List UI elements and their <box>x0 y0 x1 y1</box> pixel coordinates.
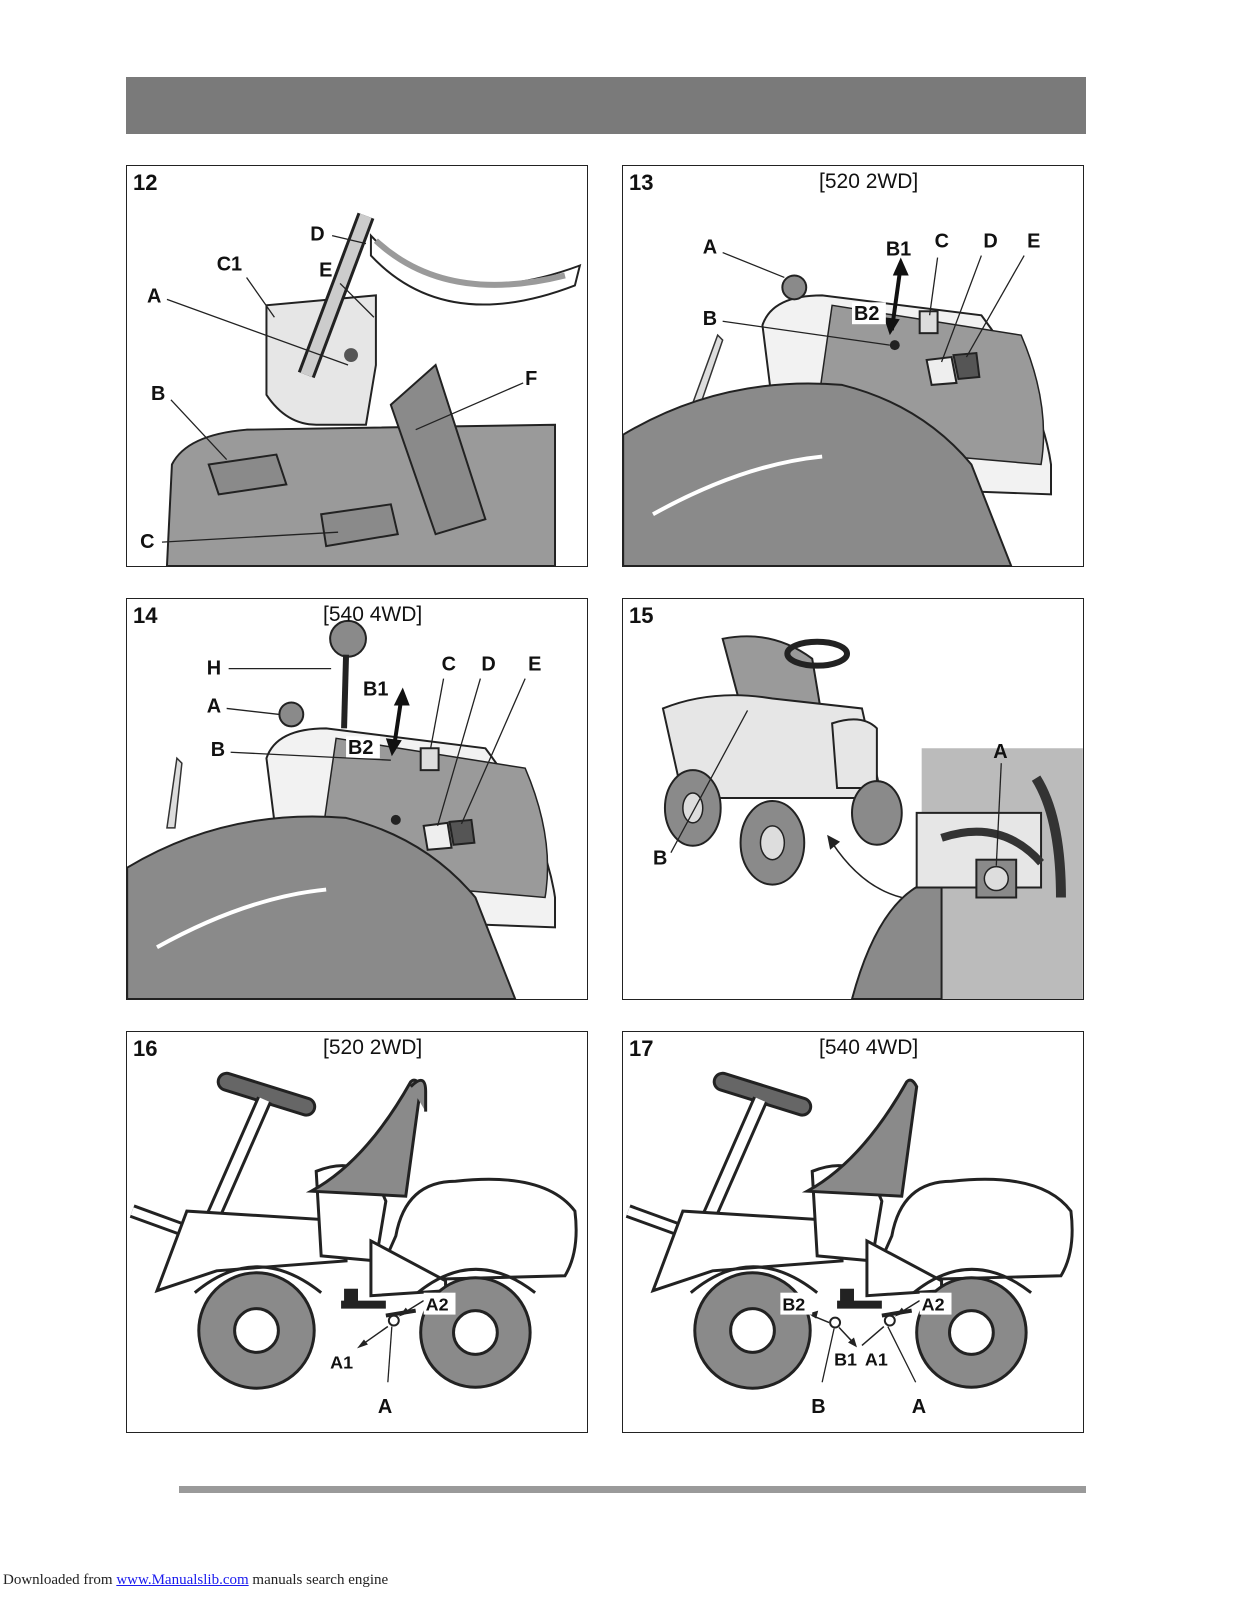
label-D: D <box>481 654 495 676</box>
figure-15-labels: A B <box>653 710 1008 870</box>
figure-16: 16 [520 2WD] A2 A1 A <box>126 1031 588 1433</box>
model-tag: [520 2WD] <box>323 1036 423 1059</box>
label-D: D <box>983 231 997 253</box>
figure-14-labels: H C D E B1 A B2 B <box>207 654 541 827</box>
figure-15-illustration <box>661 635 1083 999</box>
label-H: H <box>207 658 221 680</box>
label-A: A <box>147 285 161 307</box>
figure-17-labels: B2 A2 B1 A1 B A <box>780 1292 952 1418</box>
header-bar <box>126 77 1086 134</box>
label-E: E <box>319 259 332 281</box>
label-C: C <box>935 231 949 253</box>
figure-14-illustration <box>127 619 557 999</box>
label-A: A <box>912 1396 926 1418</box>
label-A: A <box>207 695 221 717</box>
label-E: E <box>1027 231 1040 253</box>
figure-number: 13 <box>629 170 654 195</box>
label-C: C <box>140 531 154 553</box>
figure-12-labels: D C1 E A B F C <box>140 224 537 553</box>
footer-prefix: Downloaded from <box>3 1572 117 1588</box>
label-A2: A2 <box>922 1295 945 1315</box>
figure-number: 14 <box>133 603 158 628</box>
label-C: C <box>442 654 456 676</box>
label-B1: B1 <box>363 679 388 701</box>
figure-13-illustration <box>623 257 1053 566</box>
label-B1: B1 <box>886 239 911 261</box>
manualslib-link[interactable]: www.Manualslib.com <box>116 1572 249 1588</box>
label-B2: B2 <box>782 1295 805 1315</box>
label-A: A <box>378 1396 392 1418</box>
footer-suffix: manuals search engine <box>248 1572 389 1588</box>
label-D: D <box>310 224 324 246</box>
figure-number: 12 <box>133 170 158 195</box>
label-B1: B1 <box>834 1349 857 1369</box>
figure-number: 17 <box>629 1036 654 1061</box>
label-B: B <box>811 1396 825 1418</box>
label-A1: A1 <box>330 1352 353 1372</box>
footer-rule <box>179 1486 1086 1493</box>
label-C1: C1 <box>217 253 242 275</box>
figure-16-labels: A2 A1 A <box>330 1292 456 1418</box>
label-A1: A1 <box>865 1349 888 1369</box>
label-A2: A2 <box>426 1295 449 1315</box>
model-tag: [520 2WD] <box>819 170 919 193</box>
figure-17-illustration <box>625 1071 1074 1390</box>
figure-number: 16 <box>133 1036 158 1061</box>
figure-12: 12 D C1 E A B F C <box>126 165 588 567</box>
label-E: E <box>528 654 541 676</box>
label-A: A <box>993 741 1007 763</box>
figure-13-labels: A B1 C D E B2 B <box>703 231 1040 363</box>
model-tag: [540 4WD] <box>323 603 423 626</box>
figure-15: 15 A B <box>622 598 1084 1000</box>
figure-number: 15 <box>629 603 654 628</box>
label-F: F <box>525 368 537 390</box>
model-tag: [540 4WD] <box>819 1036 919 1059</box>
figure-17: 17 [540 4WD] B2 A2 B1 A1 B A <box>622 1031 1084 1433</box>
figure-13: 13 [520 2WD] A B1 C D E B2 B <box>622 165 1084 567</box>
label-B: B <box>151 383 165 405</box>
label-B: B <box>211 739 225 761</box>
figure-12-illustration <box>165 212 582 566</box>
footer-download-note: Downloaded from www.Manualslib.com manua… <box>3 1572 388 1589</box>
label-B: B <box>703 308 717 330</box>
label-B2: B2 <box>854 303 879 325</box>
label-A: A <box>703 237 717 259</box>
label-B2: B2 <box>348 737 373 759</box>
label-B: B <box>653 848 667 870</box>
figure-14: 14 [540 4WD] H C D E B1 A B2 B <box>126 598 588 1000</box>
